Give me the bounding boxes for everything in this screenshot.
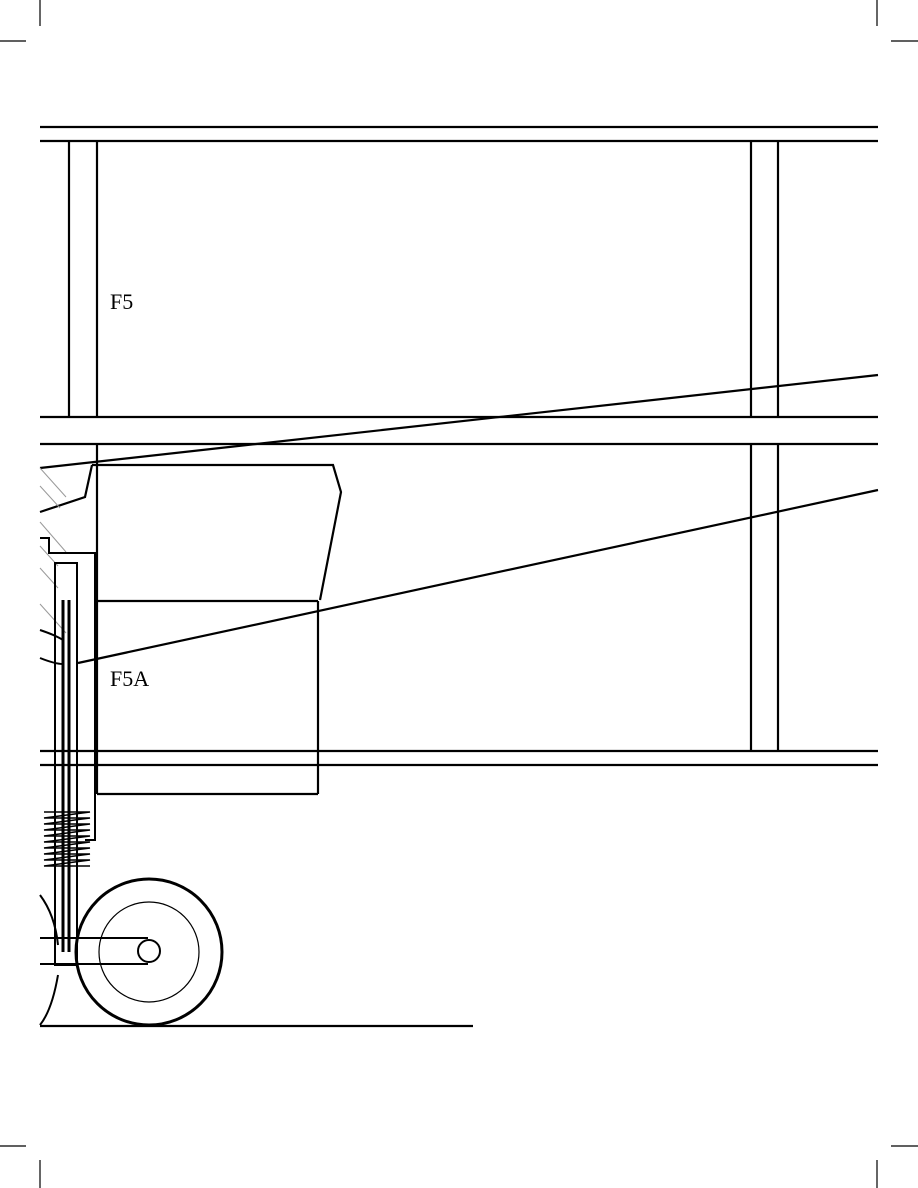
label-f5a: F5A [110, 666, 149, 691]
uprights [67, 141, 780, 751]
former-f5a-outline [39, 444, 343, 796]
longerons [40, 125, 878, 767]
label-f5: F5 [110, 289, 133, 314]
diagonal-braces [39, 373, 879, 665]
axle [40, 937, 161, 965]
shock-spring [43, 811, 91, 867]
wheel [74, 877, 224, 1027]
landing-gear-strut [39, 537, 96, 1026]
